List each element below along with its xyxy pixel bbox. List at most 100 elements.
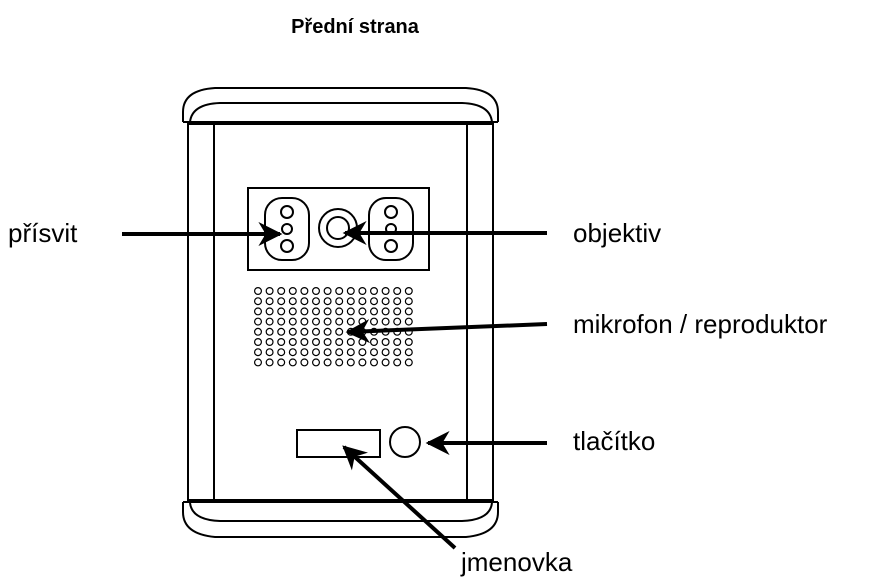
grille-hole: [288, 307, 297, 316]
grille-hole: [404, 358, 413, 367]
grille-hole: [300, 307, 309, 316]
grille-hole: [300, 287, 309, 296]
grille-hole: [358, 338, 367, 347]
grille-hole: [277, 317, 286, 326]
grille-hole: [404, 338, 413, 347]
grille-hole: [312, 338, 321, 347]
grille-hole: [335, 307, 344, 316]
grille-hole: [381, 317, 390, 326]
grille-hole: [254, 297, 263, 306]
grille-hole: [381, 358, 390, 367]
grille-hole: [335, 348, 344, 357]
bottom-cap: [182, 501, 499, 538]
lens-outer: [318, 208, 358, 248]
grille-hole: [323, 307, 332, 316]
grille-hole: [346, 317, 355, 326]
grille-hole: [288, 297, 297, 306]
grille-hole: [300, 327, 309, 336]
grille-hole: [323, 358, 332, 367]
grille-hole: [265, 297, 274, 306]
grille-hole: [370, 348, 379, 357]
grille-hole: [335, 327, 344, 336]
grille-hole: [277, 327, 286, 336]
grille-hole: [404, 287, 413, 296]
grille-hole: [370, 287, 379, 296]
grille-hole: [370, 307, 379, 316]
grille-hole: [265, 307, 274, 316]
grille-hole: [254, 358, 263, 367]
grille-hole: [265, 287, 274, 296]
grille-hole: [393, 297, 402, 306]
grille-hole: [265, 327, 274, 336]
grille-hole: [288, 287, 297, 296]
grille-hole: [335, 287, 344, 296]
label-button: tlačítko: [573, 426, 656, 456]
grille-hole: [323, 338, 332, 347]
grille-hole: [404, 317, 413, 326]
grille-hole: [312, 297, 321, 306]
nameplate-slot: [296, 429, 381, 458]
grille-hole: [404, 307, 413, 316]
grille-hole: [288, 338, 297, 347]
left-led-housing: [264, 197, 310, 261]
grille-hole: [358, 287, 367, 296]
grille-hole: [335, 338, 344, 347]
grille-hole: [323, 297, 332, 306]
grille-hole: [300, 338, 309, 347]
grille-hole: [335, 297, 344, 306]
grille-hole: [265, 358, 274, 367]
grille-hole: [346, 297, 355, 306]
grille-hole: [265, 317, 274, 326]
speaker-grille: [254, 287, 413, 367]
grille-hole: [323, 317, 332, 326]
grille-hole: [346, 287, 355, 296]
grille-hole: [393, 358, 402, 367]
grille-hole: [312, 307, 321, 316]
grille-hole: [346, 338, 355, 347]
grille-hole: [254, 338, 263, 347]
grille-hole: [254, 287, 263, 296]
grille-hole: [393, 338, 402, 347]
diagram-title: Přední strana: [291, 16, 419, 38]
grille-hole: [277, 307, 286, 316]
grille-hole: [346, 348, 355, 357]
grille-hole: [358, 317, 367, 326]
right-led-housing: [368, 197, 414, 261]
grille-hole: [300, 358, 309, 367]
grille-hole: [277, 338, 286, 347]
arrow-mic-speaker: [345, 319, 548, 344]
grille-hole: [393, 307, 402, 316]
arrow-nameplate: [342, 445, 457, 550]
grille-hole: [312, 327, 321, 336]
grille-hole: [381, 338, 390, 347]
grille-hole: [254, 317, 263, 326]
grille-hole: [393, 348, 402, 357]
grille-hole: [277, 348, 286, 357]
grille-hole: [312, 317, 321, 326]
grille-hole: [277, 358, 286, 367]
grille-hole: [323, 327, 332, 336]
top-cap: [182, 87, 499, 123]
grille-hole: [358, 358, 367, 367]
grille-hole: [370, 317, 379, 326]
grille-hole: [370, 358, 379, 367]
grille-hole: [288, 348, 297, 357]
grille-hole: [358, 307, 367, 316]
grille-hole: [381, 287, 390, 296]
grille-hole: [312, 358, 321, 367]
grille-hole: [358, 348, 367, 357]
housing-body: [187, 123, 494, 501]
grille-hole: [370, 338, 379, 347]
grille-hole: [323, 287, 332, 296]
grille-hole: [358, 297, 367, 306]
grille-hole: [381, 348, 390, 357]
grille-hole: [300, 297, 309, 306]
grille-hole: [323, 348, 332, 357]
grille-hole: [404, 348, 413, 357]
grille-hole: [393, 317, 402, 326]
grille-hole: [335, 358, 344, 367]
label-nameplate: jmenovka: [461, 547, 573, 577]
grille-hole: [404, 297, 413, 306]
grille-hole: [288, 358, 297, 367]
